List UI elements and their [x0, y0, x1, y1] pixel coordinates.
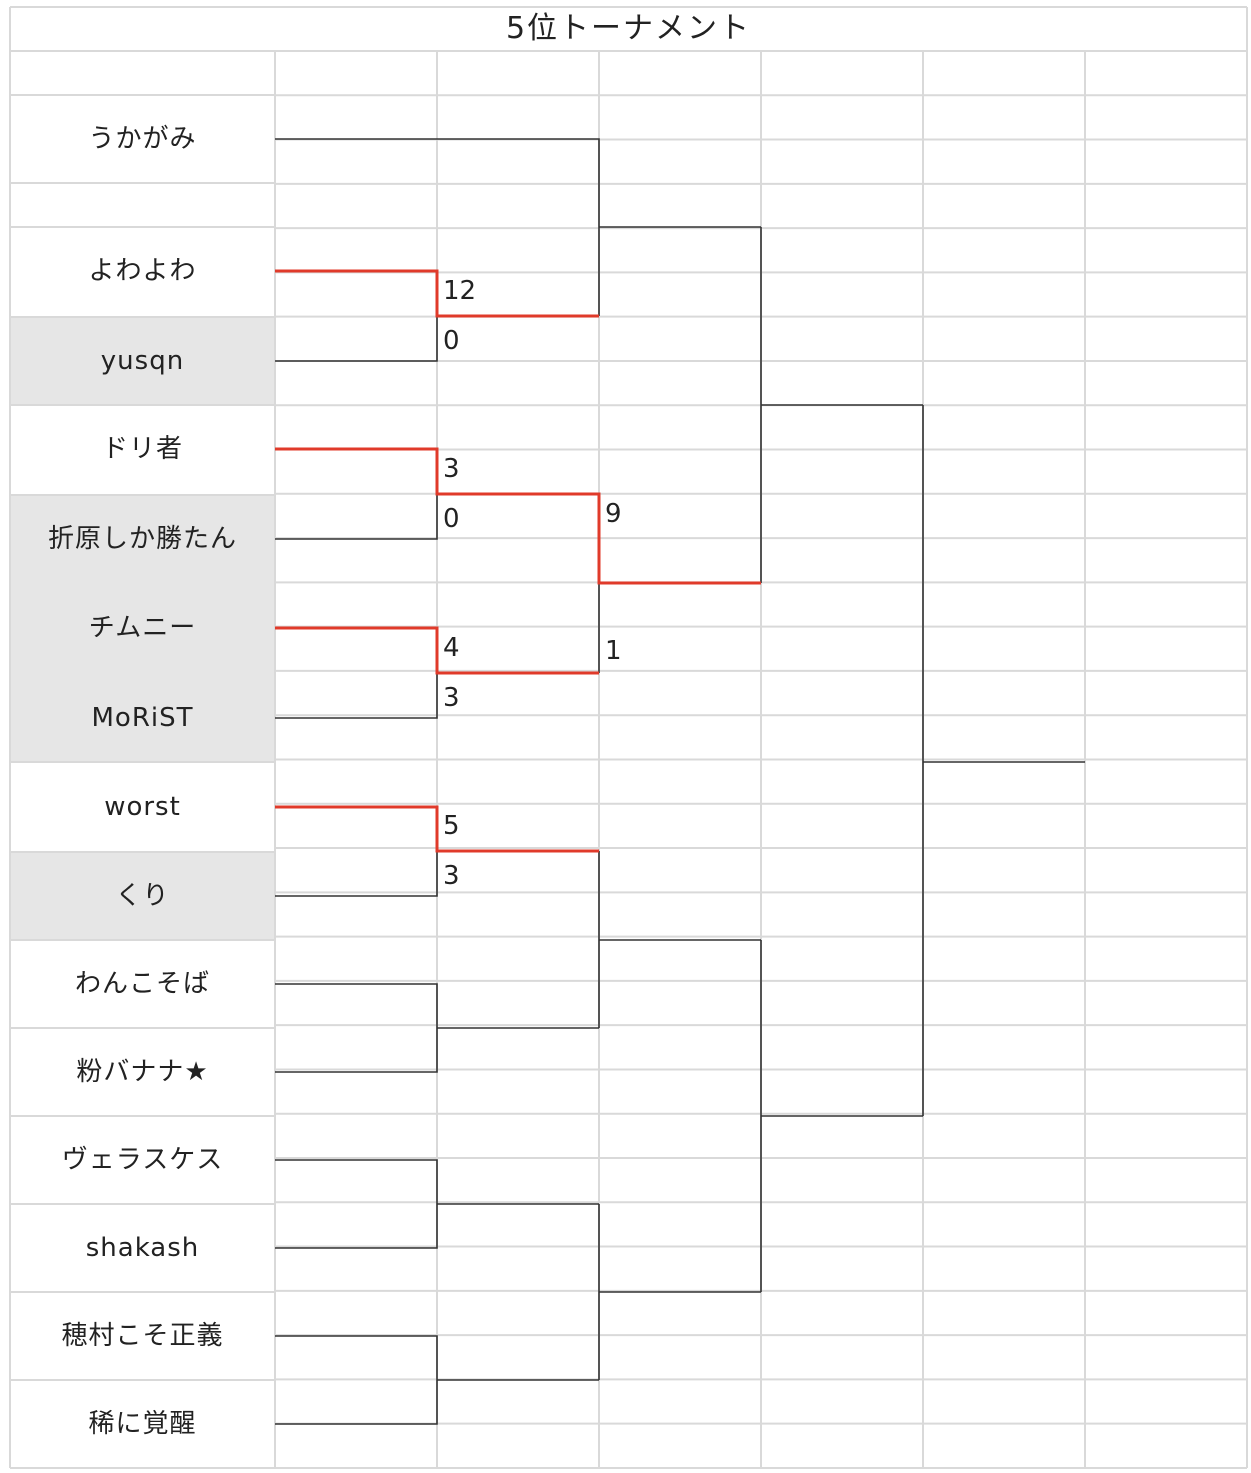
- player-name[interactable]: ヴェラスケス: [61, 1145, 224, 1175]
- score[interactable]: 12: [443, 276, 477, 306]
- player-name[interactable]: 折原しか勝たん: [47, 524, 237, 554]
- player-name[interactable]: くり: [115, 881, 170, 911]
- player-name[interactable]: ドリ者: [101, 434, 183, 464]
- sheet-title: 5位トーナメント: [505, 11, 752, 46]
- player-name[interactable]: チムニー: [88, 613, 197, 643]
- player-name[interactable]: MoRiST: [91, 703, 194, 733]
- score[interactable]: 3: [443, 861, 460, 891]
- score[interactable]: 3: [443, 683, 460, 713]
- cell-eliminated: [10, 317, 275, 405]
- score[interactable]: 0: [443, 326, 460, 356]
- player-name[interactable]: 稀に覚醒: [88, 1409, 197, 1439]
- score[interactable]: 5: [443, 811, 460, 841]
- score[interactable]: 4: [443, 633, 460, 663]
- player-name[interactable]: うかがみ: [88, 124, 197, 154]
- winner-path: [275, 269, 761, 853]
- score[interactable]: 9: [605, 499, 622, 529]
- score[interactable]: 0: [443, 504, 460, 534]
- cell-eliminated: [10, 495, 275, 762]
- player-name[interactable]: worst: [104, 792, 181, 822]
- player-name[interactable]: 穂村こそ正義: [61, 1321, 224, 1351]
- score[interactable]: 3: [443, 454, 460, 484]
- player-name[interactable]: 粉バナナ★: [76, 1057, 209, 1087]
- cell-eliminated: [10, 852, 275, 940]
- player-name[interactable]: shakash: [85, 1233, 200, 1263]
- player-name[interactable]: よわよわ: [88, 256, 197, 286]
- player-name[interactable]: わんこそば: [74, 969, 210, 999]
- score[interactable]: 1: [605, 636, 622, 666]
- player-name[interactable]: yusqn: [100, 346, 185, 376]
